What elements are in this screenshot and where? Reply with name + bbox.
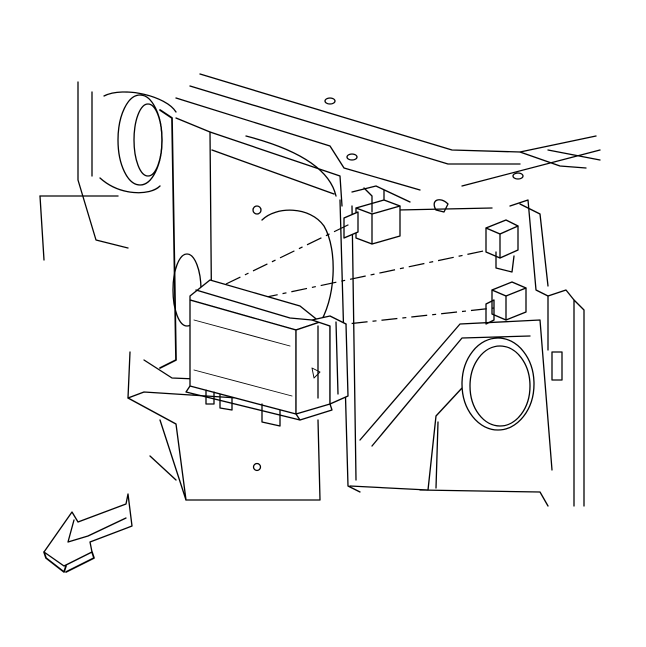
direction-arrow-icon [43, 493, 133, 573]
vehicle-body-structure [39, 73, 601, 507]
right-upper-connector [485, 219, 519, 273]
right-lower-connector [485, 281, 527, 325]
control-module [185, 279, 349, 427]
upper-connector [343, 187, 401, 245]
